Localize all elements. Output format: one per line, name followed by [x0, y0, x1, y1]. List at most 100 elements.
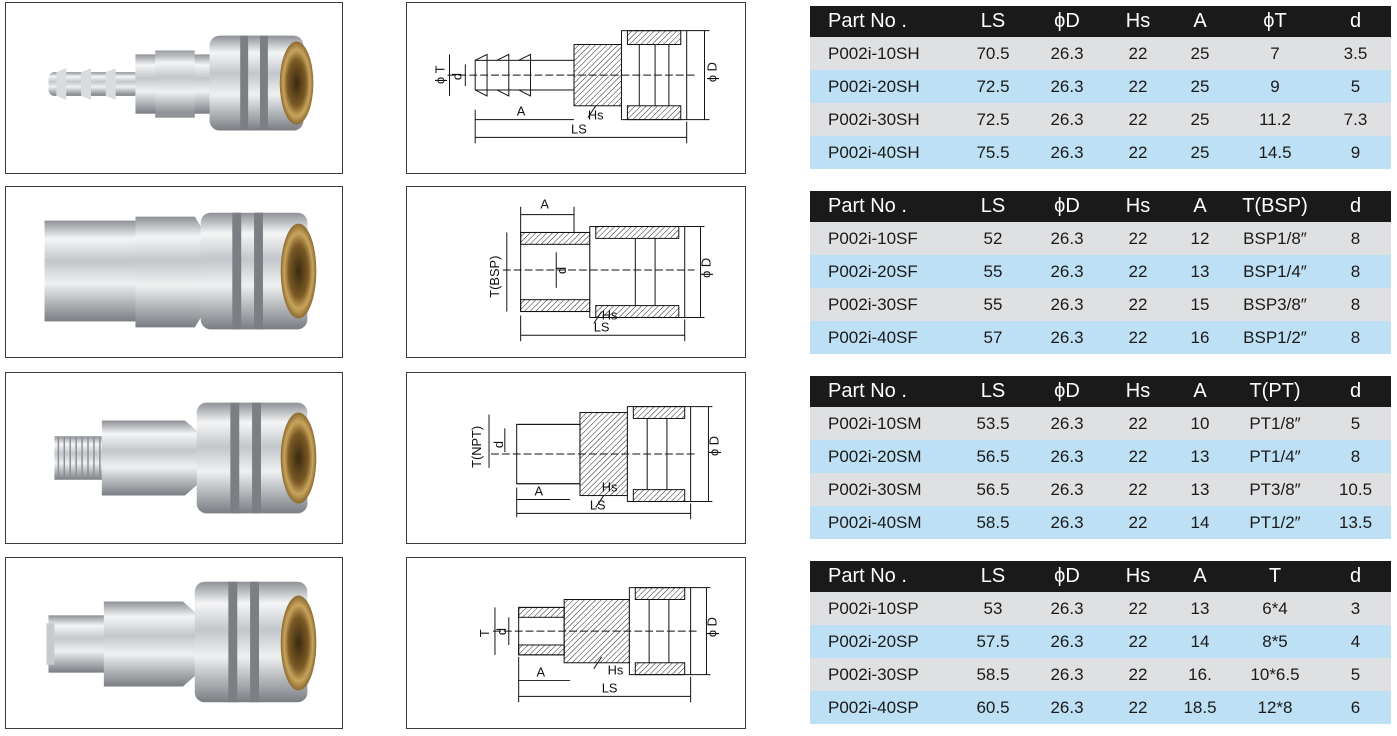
spec-cell: 22 [1106, 407, 1170, 440]
column-header: LS [958, 376, 1028, 407]
spec-cell: 55 [958, 255, 1028, 288]
dim-label-a: A [517, 104, 526, 119]
spec-cell: 22 [1106, 691, 1170, 724]
spec-cell: 22 [1106, 625, 1170, 658]
spec-cell: 72.5 [958, 70, 1028, 103]
column-header: T(PT) [1230, 376, 1320, 407]
spec-cell: PT1/4″ [1230, 440, 1320, 473]
spec-cell: 10 [1170, 407, 1230, 440]
spec-cell: 60.5 [958, 691, 1028, 724]
dim-label-ls: LS [571, 121, 587, 136]
column-header: Part No . [810, 6, 958, 37]
dim-label-ls: LS [594, 319, 610, 334]
spec-cell: 13 [1170, 592, 1230, 625]
dim-label-outer-d: ϕ D [706, 436, 721, 456]
spec-cell: 22 [1106, 658, 1170, 691]
spec-cell: 22 [1106, 136, 1170, 169]
spec-cell: 52 [958, 222, 1028, 255]
spec-cell: 14 [1170, 506, 1230, 539]
spec-cell: 22 [1106, 321, 1170, 354]
dimension-drawing: A LS Hs ϕ D T(NPT) d [469, 406, 721, 520]
part-number-cell: P002i-40SF [810, 321, 958, 354]
dim-label-outer-d: ϕ D [704, 617, 719, 637]
column-header: Hs [1106, 561, 1170, 592]
spec-cell: 75.5 [958, 136, 1028, 169]
spec-cell: 55 [958, 288, 1028, 321]
column-header: A [1170, 561, 1230, 592]
spec-cell: 7 [1230, 37, 1320, 70]
spec-cell: 22 [1106, 440, 1170, 473]
spec-cell: 12 [1170, 222, 1230, 255]
column-header: Hs [1106, 191, 1170, 222]
spec-cell: BSP1/4″ [1230, 255, 1320, 288]
dim-label-t: T(BSP) [487, 256, 502, 298]
coupler-hose-barb-image [48, 35, 314, 131]
part-number-cell: P002i-30SM [810, 473, 958, 506]
column-header: Hs [1106, 6, 1170, 37]
column-header: Hs [1106, 376, 1170, 407]
spec-cell: 72.5 [958, 103, 1028, 136]
column-header: A [1170, 6, 1230, 37]
product-photo-hose-barb [5, 2, 343, 174]
dim-label-a: A [534, 484, 543, 499]
spec-cell: 22 [1106, 473, 1170, 506]
spec-cell: 14 [1170, 625, 1230, 658]
part-number-cell: P002i-40SM [810, 506, 958, 539]
spec-cell: 22 [1106, 103, 1170, 136]
spec-cell: 26.3 [1028, 321, 1106, 354]
spec-cell: 9 [1230, 70, 1320, 103]
spec-cell: 22 [1106, 592, 1170, 625]
column-header: T(BSP) [1230, 191, 1320, 222]
spec-cell: 13 [1170, 255, 1230, 288]
spec-cell: 22 [1106, 70, 1170, 103]
part-number-cell: P002i-10SM [810, 407, 958, 440]
spec-cell: 25 [1170, 136, 1230, 169]
column-header: LS [958, 6, 1028, 37]
part-number-cell: P002i-20SM [810, 440, 958, 473]
column-header: d [1320, 376, 1391, 407]
dim-label-d: d [449, 73, 464, 80]
spec-cell: 5 [1320, 70, 1391, 103]
spec-cell: 26.3 [1028, 70, 1106, 103]
part-number-cell: P002i-40SH [810, 136, 958, 169]
spec-cell: 26.3 [1028, 136, 1106, 169]
column-header: Part No . [810, 191, 958, 222]
spec-cell: 26.3 [1028, 222, 1106, 255]
spec-cell: 58.5 [958, 506, 1028, 539]
spec-cell: 25 [1170, 37, 1230, 70]
technical-drawing-hose-barb: A LS Hs ϕ D ϕ T d [406, 2, 746, 174]
spec-cell: 16. [1170, 658, 1230, 691]
dim-label-d: d [491, 441, 506, 448]
spec-cell: 26.3 [1028, 658, 1106, 691]
part-number-cell: P002i-10SP [810, 592, 958, 625]
dim-label-d: d [554, 267, 569, 274]
spec-cell: BSP1/8″ [1230, 222, 1320, 255]
spec-cell: 26.3 [1028, 103, 1106, 136]
spec-cell: PT1/2″ [1230, 506, 1320, 539]
column-header: d [1320, 191, 1391, 222]
part-number-cell: P002i-20SH [810, 70, 958, 103]
spec-cell: 8 [1320, 222, 1391, 255]
spec-cell: 8*5 [1230, 625, 1320, 658]
spec-cell: PT1/8″ [1230, 407, 1320, 440]
dim-label-ls: LS [602, 680, 618, 695]
spec-cell: 4 [1320, 625, 1391, 658]
spec-cell: 22 [1106, 222, 1170, 255]
coupler-female-thread-image [44, 212, 317, 330]
technical-drawing-female-thread: A LS Hs ϕ D T(BSP) d [406, 186, 746, 358]
spec-cell: 26.3 [1028, 691, 1106, 724]
spec-cell: 26.3 [1028, 625, 1106, 658]
